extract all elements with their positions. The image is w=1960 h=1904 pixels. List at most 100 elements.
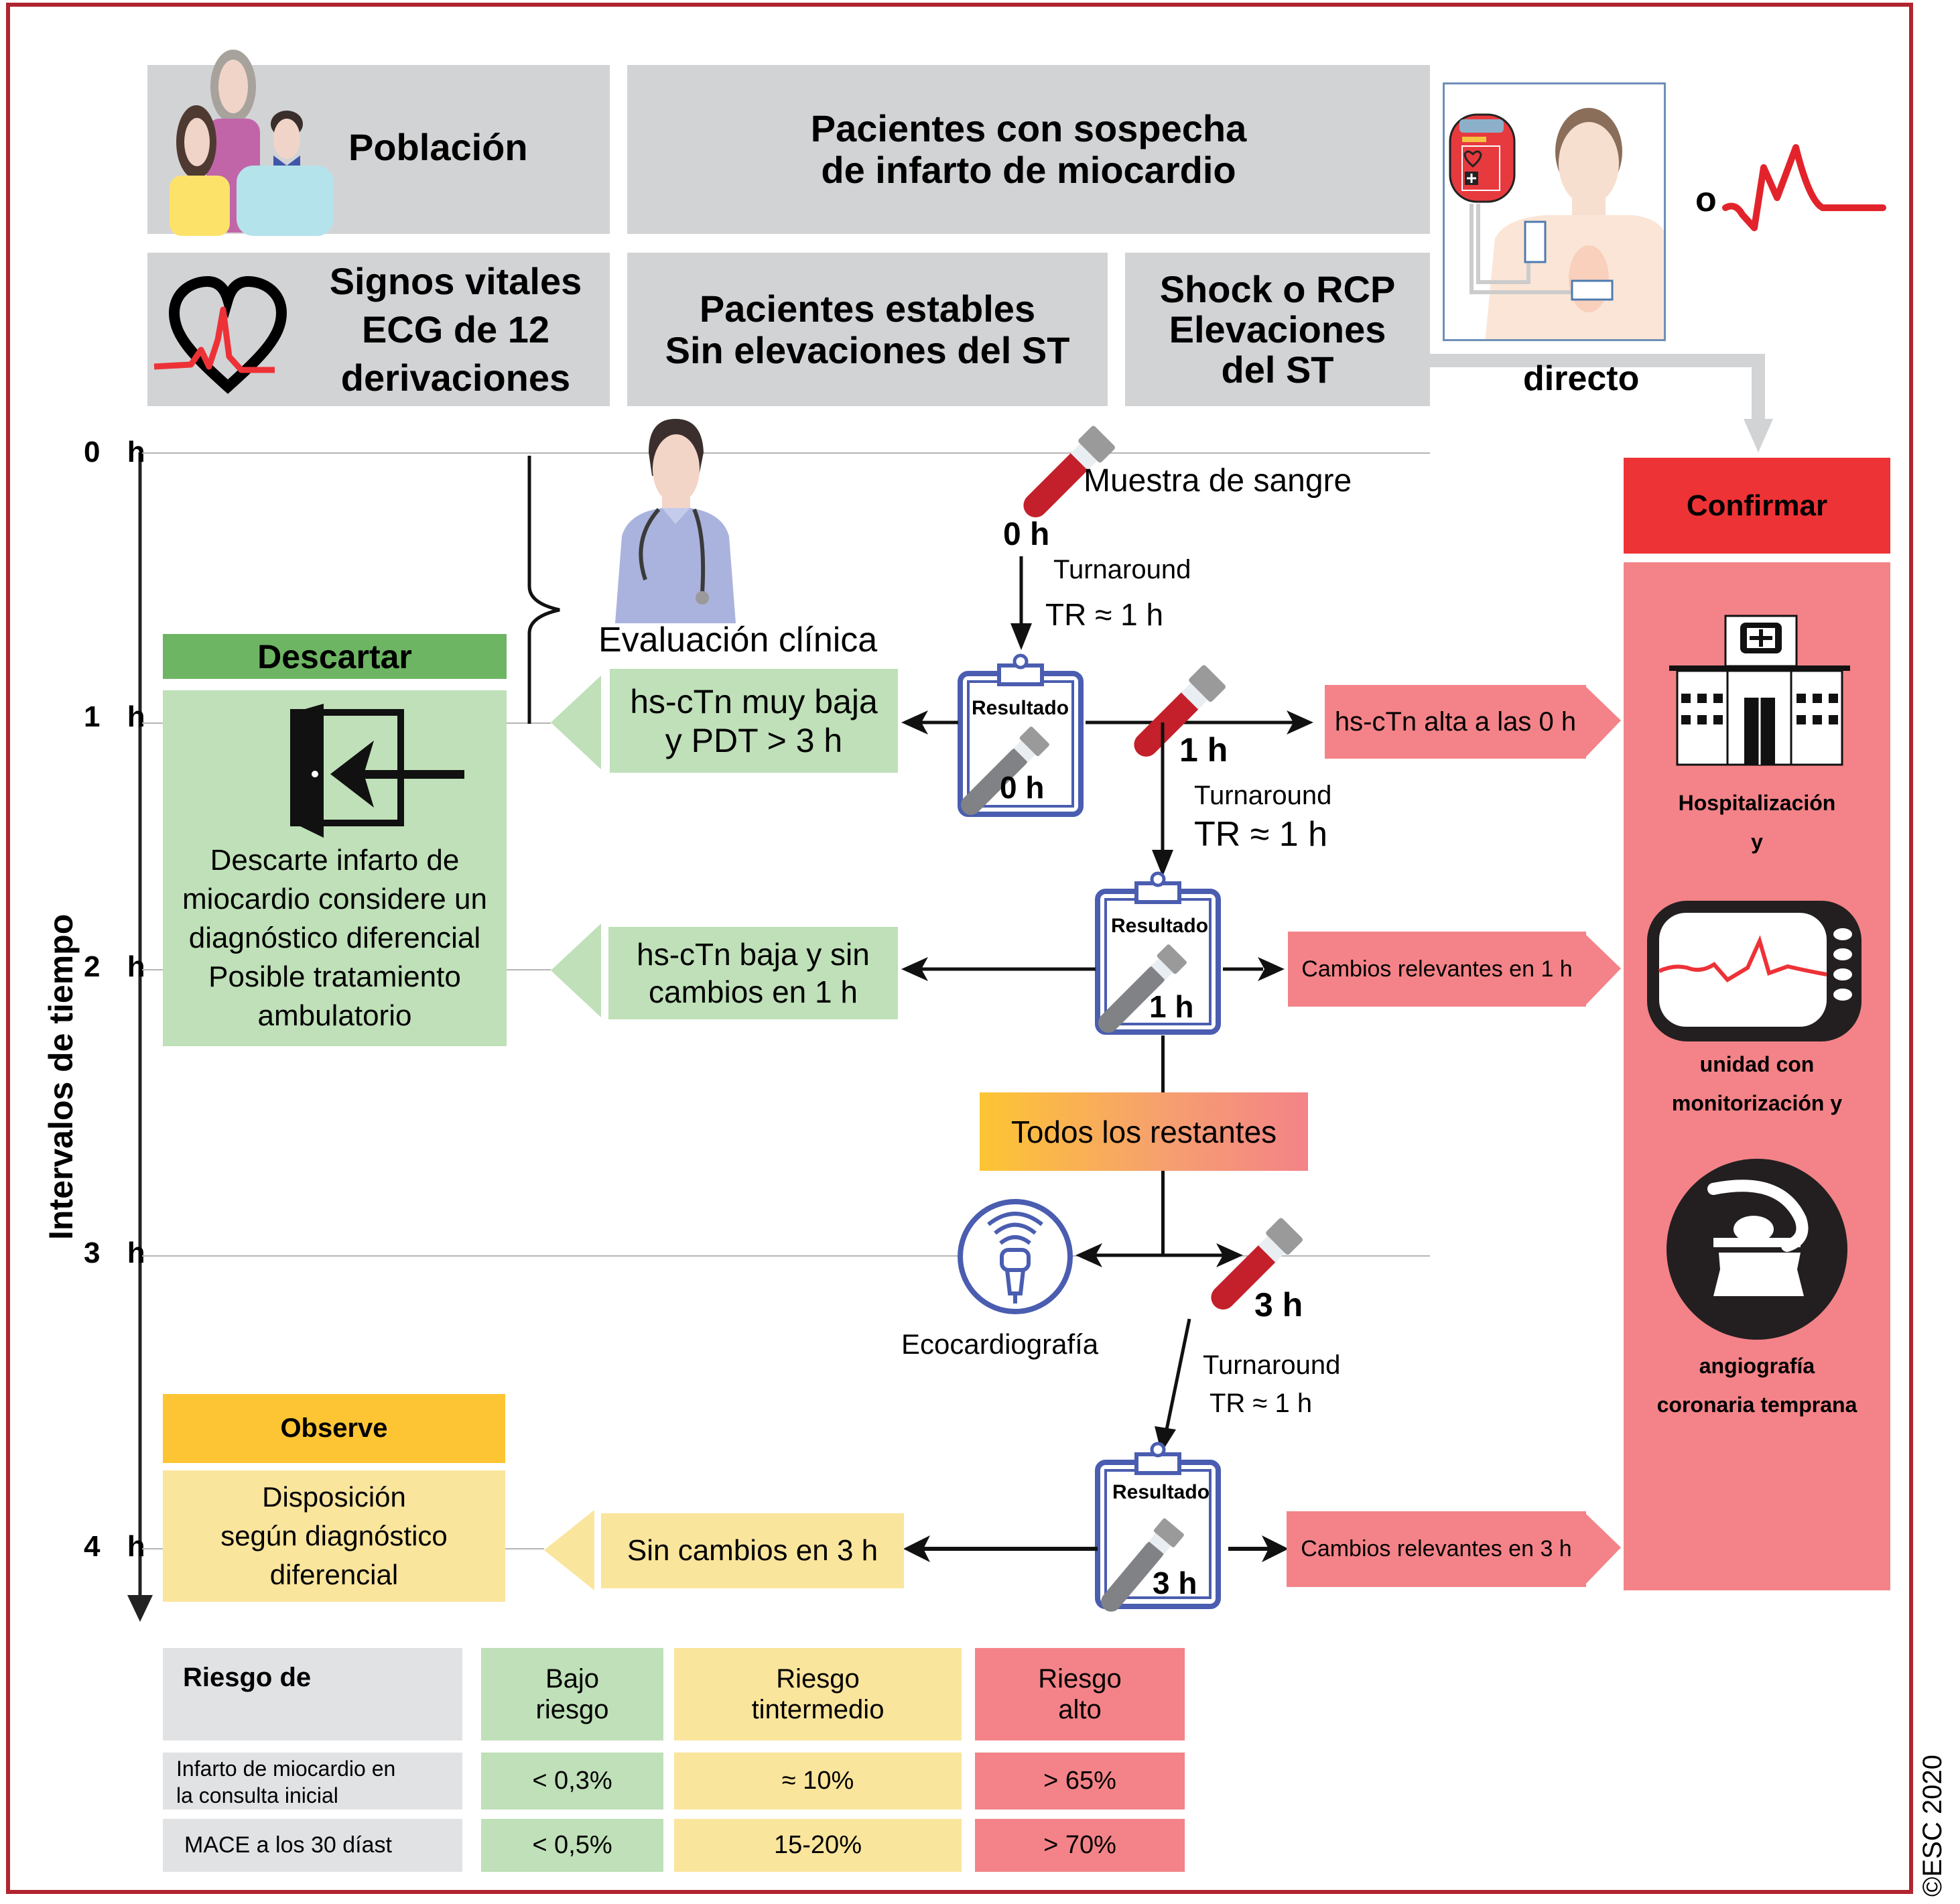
rule-out-chevron-0h xyxy=(551,676,601,769)
risk-value: < 0,3% xyxy=(532,1767,612,1795)
gridline-0h xyxy=(142,452,1430,454)
rule-out-header: Descartar xyxy=(163,634,507,679)
risk-row-value-intermediate: 15-20% xyxy=(674,1819,962,1872)
risk-row-value-low: < 0,3% xyxy=(481,1753,663,1810)
exit-door-icon xyxy=(290,704,464,838)
patient-defibrillator-image xyxy=(1443,82,1666,341)
doctor-icon xyxy=(615,419,736,623)
vitals-ecg-box: Signos vitales ECG de 12 derivaciones xyxy=(147,253,610,406)
observe-header: Observe xyxy=(163,1394,505,1463)
remaining-label: Todos los restantes xyxy=(1010,1114,1277,1149)
copyright: ©ESC 2020 xyxy=(1918,1755,1947,1897)
blood-tube-0h-icon xyxy=(1023,426,1115,518)
tr-label-0h: TR ≈ 1 h xyxy=(1045,597,1164,632)
echocardiography-icon xyxy=(958,1199,1073,1314)
tick-4h: 4 h xyxy=(84,1530,155,1563)
observe-criteria-3h-text: Sin cambios en 3 h xyxy=(627,1534,878,1567)
patient-defibrillator-icon xyxy=(1449,108,1664,339)
rule-out-title: Descartar xyxy=(257,637,412,676)
tick-3h: 3 h xyxy=(84,1236,155,1269)
risk-row-value-high: > 65% xyxy=(975,1753,1185,1810)
risk-row-label: Infarto de miocardio en la consulta inic… xyxy=(176,1757,396,1807)
shock-stemi-label: Shock o RCP Elevaciones del ST xyxy=(1159,267,1396,391)
population-label: Población xyxy=(348,126,528,168)
rule-in-item-hospitalization: Hospitalización y xyxy=(1678,791,1836,854)
risk-value: 15-20% xyxy=(774,1831,862,1859)
risk-table-header-label: Riesgo de xyxy=(163,1648,462,1740)
turnaround-label-1h: Turnaround xyxy=(1194,781,1332,810)
angiography-icon xyxy=(1667,1159,1847,1340)
risk-value: < 0,5% xyxy=(532,1831,612,1859)
tick-1h: 1 h xyxy=(84,700,155,733)
blood-tube-3h-icon xyxy=(1211,1218,1303,1310)
risk-table-row: Infarto de miocardio en la consulta inic… xyxy=(163,1753,462,1810)
risk-row-value-intermediate: ≈ 10% xyxy=(674,1753,962,1810)
connector-remaining-top xyxy=(1161,1035,1165,1092)
heart-ecg-icon xyxy=(153,275,287,394)
vitals-ecg-label: Signos vitales ECG de 12 derivaciones xyxy=(329,260,582,399)
branch-arrows-1h xyxy=(901,710,1313,735)
rule-out-body: Descarte infarto de miocardio considere … xyxy=(163,690,507,1046)
blood-sample-label: Muestra de sangre xyxy=(1084,463,1352,499)
observe-body: Disposición según diagnóstico diferencia… xyxy=(163,1470,505,1602)
observe-chevron-3h xyxy=(544,1510,594,1590)
risk-table-header-intermediate-text: Riesgo tintermedio xyxy=(751,1664,885,1724)
risk-value: ≈ 10% xyxy=(781,1767,854,1795)
observe-title: Observe xyxy=(280,1413,388,1443)
suspected-mi-label: Pacientes con sospecha de infarto de mio… xyxy=(810,107,1247,191)
blood-time-1h: 1 h xyxy=(1179,731,1228,769)
rule-in-criteria-0h-text: hs-cTn alta a las 0 h xyxy=(1334,707,1577,737)
result-label-3h: Resultado xyxy=(1112,1481,1210,1503)
rule-in-item-monitoring: unidad con monitorización y xyxy=(1671,1052,1843,1115)
risk-table-row: MACE a los 30 díast xyxy=(163,1819,462,1872)
remaining-box: Todos los restantes xyxy=(980,1092,1308,1171)
suspected-mi-box: Pacientes con sospecha de infarto de mio… xyxy=(627,65,1430,234)
tick-2h: 2 h xyxy=(84,950,155,983)
rule-in-title: Confirmar xyxy=(1686,489,1828,522)
blood-time-0h: 0 h xyxy=(1003,517,1050,552)
branch-arrows-2h xyxy=(901,957,1285,981)
rule-in-chevron-1h xyxy=(1586,935,1621,1005)
rule-out-criteria-1h: hs-cTn baja y sin cambios en 1 h xyxy=(608,927,898,1019)
risk-table-header-high: Riesgo alto xyxy=(975,1648,1185,1740)
observe-criteria-3h: Sin cambios en 3 h xyxy=(601,1513,904,1588)
risk-value: > 65% xyxy=(1043,1767,1116,1795)
rule-in-criteria-1h: Cambios relevantes en 1 h xyxy=(1288,932,1586,1007)
rule-in-criteria-3h: Cambios relevantes en 3 h xyxy=(1287,1511,1586,1587)
risk-row-label: MACE a los 30 díast xyxy=(184,1832,392,1858)
timeline-axis-label: Intervalos de tiempo xyxy=(42,913,80,1240)
rule-out-chevron-1h xyxy=(551,924,601,1017)
direct-label: directo xyxy=(1523,359,1640,398)
population-box: Población xyxy=(147,50,610,236)
tick-0h: 0 h xyxy=(84,436,155,468)
result-clipboard-3h-icon xyxy=(1095,1442,1221,1612)
risk-value: > 70% xyxy=(1043,1831,1116,1859)
result-time-3h: 3 h xyxy=(1153,1566,1197,1600)
gridline-3h xyxy=(142,1255,1430,1257)
turnaround-arrow-0h xyxy=(1010,556,1032,650)
rule-in-criteria-3h-text: Cambios relevantes en 3 h xyxy=(1301,1536,1572,1562)
risk-row-value-low: < 0,5% xyxy=(481,1819,663,1872)
result-time-1h: 1 h xyxy=(1149,989,1194,1024)
rule-in-criteria-0h: hs-cTn alta a las 0 h xyxy=(1325,685,1586,759)
echocardiography-label: Ecocardiografía xyxy=(901,1328,1099,1360)
hospital-icon xyxy=(1669,615,1850,766)
turnaround-arrow-1h xyxy=(1152,722,1173,877)
result-clipboard-0h-icon xyxy=(958,653,1084,817)
turnaround-arrow-3h xyxy=(1155,1318,1191,1453)
result-label-0h: Resultado xyxy=(972,697,1069,719)
turnaround-label-0h: Turnaround xyxy=(1053,555,1191,584)
result-time-0h: 0 h xyxy=(1000,770,1045,805)
connector-remaining-bottom xyxy=(1161,1171,1165,1255)
rule-in-chevron-0h xyxy=(1586,687,1621,757)
rule-in-criteria-1h-text: Cambios relevantes en 1 h xyxy=(1301,956,1573,982)
rule-out-text: Descarte infarto de miocardio considere … xyxy=(182,844,487,1032)
brace xyxy=(527,456,560,724)
branch-arrows-4h xyxy=(903,1535,1289,1562)
risk-table-header-low-text: Bajo riesgo xyxy=(535,1664,609,1724)
risk-row-value-high: > 70% xyxy=(975,1819,1185,1872)
rule-out-criteria-1h-text: hs-cTn baja y sin cambios en 1 h xyxy=(637,937,870,1009)
result-clipboard-1h-icon xyxy=(1095,871,1221,1035)
clinical-evaluation-label: Evaluación clínica xyxy=(598,621,878,659)
rule-out-criteria-0h-text: hs-cTn muy baja y PDT > 3 h xyxy=(630,682,878,759)
